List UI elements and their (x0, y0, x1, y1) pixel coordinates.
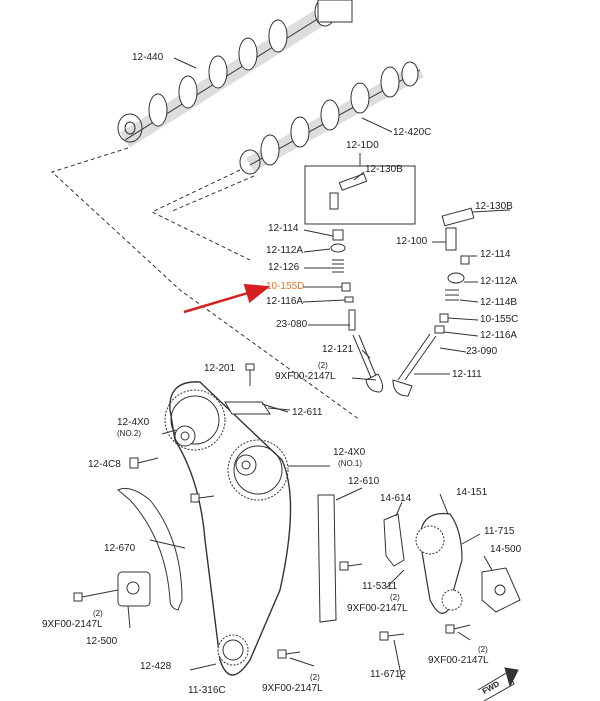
label-seat-right: 12-116A (480, 330, 518, 341)
label-oil-chain: 14-151 (456, 487, 488, 498)
label-bolt-left-qty: (2) (93, 609, 103, 618)
label-bolt-6712: 11-6712 (370, 669, 406, 680)
right-valve-stack (392, 255, 470, 397)
bolt-6712 (379, 631, 405, 641)
left-valve-stack (330, 229, 384, 393)
label-pump-tens: 14-500 (490, 544, 522, 555)
left-tensioner (117, 571, 151, 607)
small-sprocket (441, 589, 463, 611)
label-guide-top: 12-611 (292, 407, 323, 418)
label-bolt-4c8: 12-4C8 (88, 459, 121, 470)
crank-sprocket (217, 634, 249, 666)
bolt-mid (339, 561, 363, 571)
label-bolt-left: 9XF00-2147L (42, 619, 103, 630)
label-vvt1: 12-4X0 (333, 447, 366, 458)
bolt-left (73, 589, 119, 602)
label-tens-left: 12-500 (86, 636, 118, 647)
label-rocker-right: 12-130B (475, 201, 513, 212)
label-guide-small: 11-715 (484, 526, 515, 537)
label-vvt1-no: (NO.1) (338, 459, 362, 468)
bolt-mid-left (190, 493, 215, 503)
pump-tensioner (481, 567, 521, 613)
label-bolt-right-qty: (2) (478, 645, 488, 654)
right-rocker-arm (441, 207, 475, 251)
label-spring-left: 12-126 (268, 262, 300, 273)
label-spring-right: 12-114B (480, 297, 518, 308)
label-retainer-right: 12-112A (480, 276, 518, 287)
label-crank-sprocket: 11-316C (188, 685, 226, 696)
label-valve-right: 12-111 (452, 369, 482, 380)
fwd-arrow (477, 667, 519, 701)
label-sprocket-small: 11-5311 (362, 581, 398, 592)
vvt-sprocket-no2 (164, 389, 226, 451)
label-bolt-mid-qty: (2) (390, 593, 400, 602)
label-retainer-left: 12-112A (266, 245, 304, 256)
bolt-bottom (277, 649, 301, 659)
label-guide: 23-080 (276, 319, 308, 330)
label-bolt-bottom: 9XF00-2147L (262, 683, 323, 694)
label-tensioner-arm: 12-670 (104, 543, 136, 554)
label-bolt-mid: 9XF00-2147L (347, 603, 408, 614)
label-vvt2-no: (NO.2) (117, 429, 141, 438)
label-chain: 12-201 (204, 363, 236, 374)
label-bolt-bottom-qty: (2) (310, 673, 320, 682)
bolt-4c8 (129, 457, 159, 469)
label-guide-right: 23-090 (466, 346, 498, 357)
label-cam-intake: 12-420C (393, 127, 432, 138)
label-arm-lower: 12-428 (140, 661, 172, 672)
exhaust-camshaft (117, 0, 353, 148)
bolt-right (445, 624, 471, 634)
kit-rocker-arm (329, 173, 368, 210)
label-cam-exhaust: 12-440 (132, 52, 164, 63)
vvt-sprocket-no1 (227, 439, 289, 501)
label-bolt-top-qty: (2) (318, 361, 328, 370)
label-bracket: 14-614 (380, 493, 412, 504)
label-bolt-right: 9XF00-2147L (428, 655, 489, 666)
intake-camshaft (239, 61, 424, 175)
label-lock-left: 12-114 (268, 223, 299, 234)
tensioner-arm (117, 487, 183, 611)
oil-pump-chain (419, 512, 463, 614)
label-lock-right: 12-114 (480, 249, 511, 260)
label-lash-adj: 12-100 (396, 236, 428, 247)
label-rocker-kit: 12-130B (365, 164, 403, 175)
label-chain-guide: 12-610 (348, 476, 380, 487)
label-seal-left: 10-155D (266, 281, 305, 292)
bracket (383, 513, 405, 567)
label-seat-left: 12-116A (266, 296, 304, 307)
bolt-top (245, 363, 255, 386)
label-bolt-top: 9XF00-2147L (275, 371, 336, 382)
label-valve-left: 12-121 (322, 344, 354, 355)
label-kit-top: 12-1D0 (346, 140, 379, 151)
label-seal-right: 10-155C (480, 314, 519, 325)
chain-guide (317, 494, 337, 623)
label-vvt2: 12-4X0 (117, 417, 150, 428)
upper-chain-guide (224, 401, 271, 415)
